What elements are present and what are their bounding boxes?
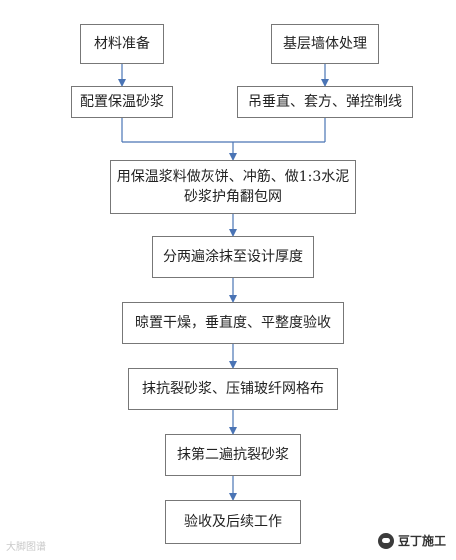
step-acceptance: 验收及后续工作 (165, 500, 301, 544)
step-materials: 材料准备 (80, 24, 164, 64)
step-wall-treatment: 基层墙体处理 (271, 24, 379, 64)
watermark-right-label: 豆丁施工 (398, 534, 447, 548)
step-plumb-lines: 吊垂直、套方、弹控制线 (237, 86, 413, 118)
step-second-anticrack: 抹第二遍抗裂砂浆 (165, 434, 301, 476)
step-apply-layers: 分两遍涂抹至设计厚度 (152, 236, 314, 278)
step-dry-check: 晾置干燥，垂直度、平整度验收 (122, 302, 344, 344)
watermark-left: 大脚图谱 (6, 542, 46, 553)
watermark-right: 豆丁施工 (378, 532, 446, 549)
brand-logo-icon (378, 532, 394, 549)
step-mix-mortar: 配置保温砂浆 (71, 86, 173, 118)
step-cakes-ribs: 用保温浆料做灰饼、冲筋、做1:3水泥 砂浆护角翻包网 (110, 160, 356, 214)
step-anticrack-mesh: 抹抗裂砂浆、压铺玻纤网格布 (128, 368, 338, 410)
